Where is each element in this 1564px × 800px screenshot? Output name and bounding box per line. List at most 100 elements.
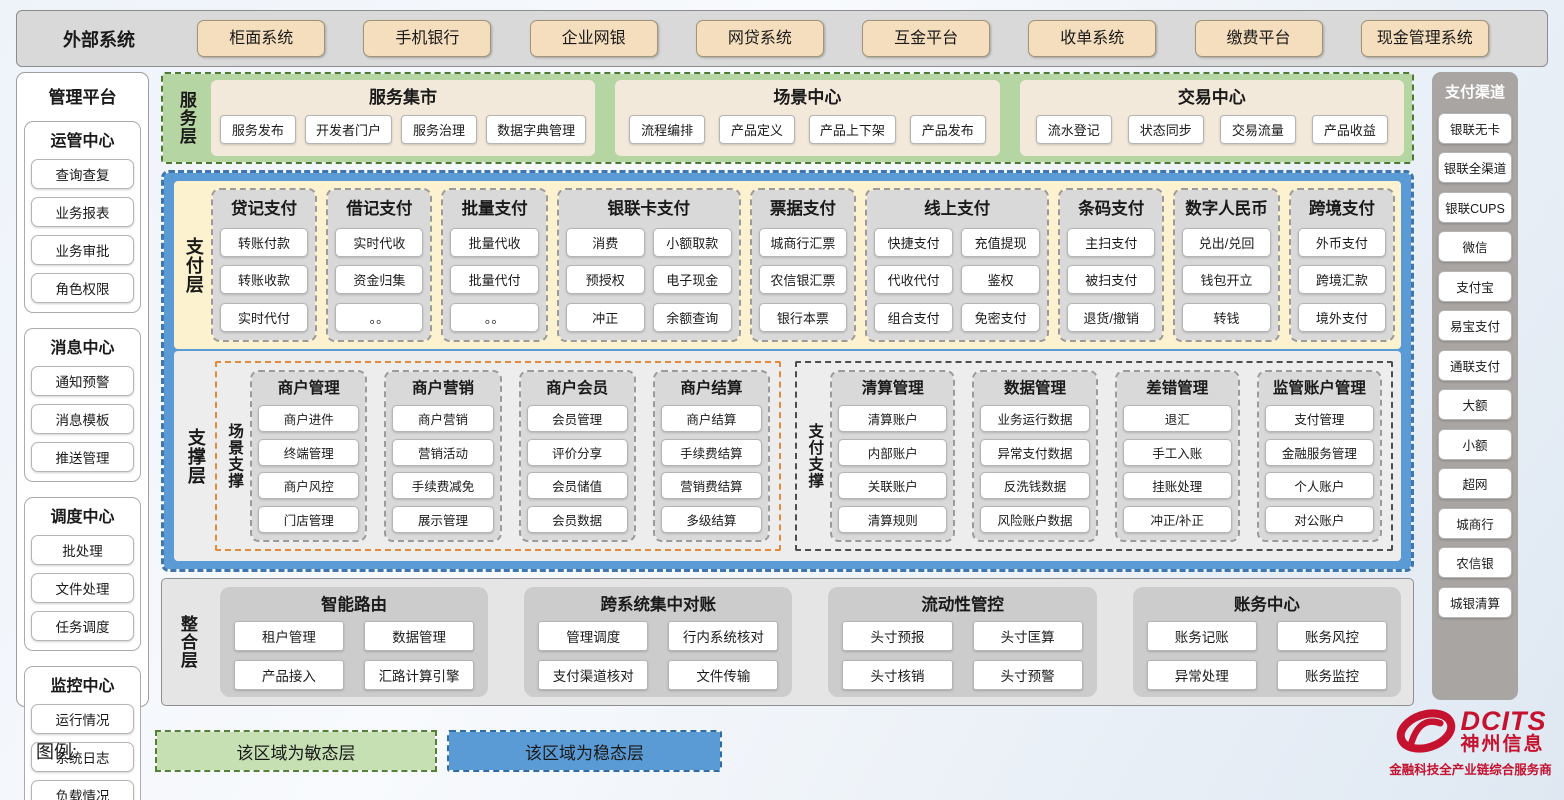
management-item-button[interactable]: 系统日志 — [31, 742, 134, 772]
payment-item-button[interactable]: 批量代付 — [450, 265, 539, 295]
payment-item-button[interactable]: 充值提现 — [961, 227, 1041, 257]
management-item-button[interactable]: 文件处理 — [31, 573, 134, 603]
support-item-button[interactable]: 手续费结算 — [660, 438, 762, 466]
support-item-button[interactable]: 个人账户 — [1264, 472, 1375, 500]
support-item-button[interactable]: 清算规则 — [838, 506, 948, 533]
payment-item-button[interactable]: 境外支付 — [1297, 302, 1386, 332]
payment-item-button[interactable]: 外币支付 — [1297, 227, 1386, 257]
management-item-button[interactable]: 批处理 — [31, 535, 134, 565]
payment-item-button[interactable]: 实时代付 — [219, 302, 309, 332]
external-system-button[interactable]: 网贷系统 — [695, 20, 824, 57]
support-item-button[interactable]: 业务运行数据 — [980, 404, 1090, 432]
integration-item-button[interactable]: 管理调度 — [538, 621, 649, 651]
payment-item-button[interactable]: 批量代收 — [450, 227, 539, 257]
support-item-button[interactable]: 商户营销 — [392, 404, 494, 432]
payment-item-button[interactable]: 小额取款 — [652, 227, 732, 257]
payment-item-button[interactable]: 电子现金 — [652, 265, 732, 295]
service-item-button[interactable]: 交易流量 — [1219, 114, 1296, 144]
support-item-button[interactable]: 关联账户 — [838, 472, 948, 500]
payment-channel-button[interactable]: 易宝支付 — [1438, 310, 1512, 341]
integration-item-button[interactable]: 支付渠道核对 — [538, 660, 649, 690]
service-item-button[interactable]: 产品发布 — [909, 114, 986, 144]
integration-item-button[interactable]: 账务监控 — [1276, 660, 1388, 690]
payment-item-button[interactable]: 转账收款 — [219, 265, 309, 295]
payment-item-button[interactable]: 实时代收 — [335, 227, 424, 257]
management-item-button[interactable]: 通知预警 — [31, 366, 134, 396]
external-system-button[interactable]: 柜面系统 — [197, 20, 326, 57]
support-item-button[interactable]: 商户进件 — [258, 404, 360, 432]
management-item-button[interactable]: 消息模板 — [31, 404, 134, 434]
service-item-button[interactable]: 数据字典管理 — [486, 114, 587, 144]
payment-item-button[interactable]: 免密支付 — [961, 302, 1041, 332]
support-item-button[interactable]: 风险账户数据 — [980, 506, 1090, 533]
payment-channel-button[interactable]: 大额 — [1438, 389, 1512, 420]
payment-channel-button[interactable]: 小额 — [1438, 428, 1512, 460]
payment-channel-button[interactable]: 超网 — [1438, 468, 1512, 499]
payment-channel-button[interactable]: 银联全渠道 — [1438, 152, 1512, 183]
payment-channel-button[interactable]: 银联无卡 — [1438, 112, 1512, 144]
support-item-button[interactable]: 冲正/补正 — [1122, 506, 1232, 533]
integration-item-button[interactable]: 租户管理 — [233, 621, 344, 651]
service-item-button[interactable]: 状态同步 — [1127, 114, 1204, 144]
payment-item-button[interactable]: 退货/撤销 — [1067, 302, 1156, 332]
payment-item-button[interactable]: 快捷支付 — [874, 227, 954, 257]
support-item-button[interactable]: 金融服务管理 — [1264, 438, 1375, 466]
management-item-button[interactable]: 运行情况 — [31, 704, 134, 734]
integration-item-button[interactable]: 异常处理 — [1146, 660, 1257, 690]
payment-item-button[interactable]: 代收代付 — [874, 265, 954, 295]
service-item-button[interactable]: 开发者门户 — [304, 114, 392, 144]
payment-item-button[interactable]: 转账付款 — [219, 227, 309, 257]
support-item-button[interactable]: 会员管理 — [526, 404, 628, 432]
service-item-button[interactable]: 产品定义 — [718, 114, 795, 144]
integration-item-button[interactable]: 产品接入 — [233, 660, 344, 690]
support-item-button[interactable]: 展示管理 — [392, 506, 494, 533]
support-item-button[interactable]: 评价分享 — [526, 438, 628, 466]
external-system-button[interactable]: 收单系统 — [1028, 20, 1157, 57]
support-item-button[interactable]: 反洗钱数据 — [980, 472, 1090, 500]
service-item-button[interactable]: 流程编排 — [629, 114, 706, 144]
support-item-button[interactable]: 支付管理 — [1264, 404, 1375, 432]
support-item-button[interactable]: 对公账户 — [1264, 506, 1375, 533]
support-item-button[interactable]: 终端管理 — [258, 438, 360, 466]
support-item-button[interactable]: 手工入账 — [1122, 438, 1232, 466]
support-item-button[interactable]: 手续费减免 — [392, 472, 494, 500]
payment-item-button[interactable]: 资金归集 — [335, 265, 424, 295]
payment-channel-button[interactable]: 支付宝 — [1438, 270, 1512, 302]
support-item-button[interactable]: 挂账处理 — [1122, 472, 1232, 500]
support-item-button[interactable]: 退汇 — [1122, 404, 1232, 432]
support-item-button[interactable]: 商户风控 — [258, 472, 360, 500]
external-system-button[interactable]: 缴费平台 — [1194, 20, 1323, 57]
external-system-button[interactable]: 企业网银 — [529, 20, 658, 57]
payment-channel-button[interactable]: 通联支付 — [1438, 349, 1512, 381]
payment-item-button[interactable]: 主扫支付 — [1067, 227, 1156, 257]
payment-item-button[interactable]: 预授权 — [565, 265, 645, 295]
integration-item-button[interactable]: 汇路计算引擎 — [363, 660, 475, 690]
external-system-button[interactable]: 互金平台 — [862, 20, 991, 57]
payment-item-button[interactable]: 消费 — [565, 227, 645, 257]
support-item-button[interactable]: 营销费结算 — [660, 472, 762, 500]
payment-item-button[interactable]: 跨境汇款 — [1297, 265, 1386, 295]
external-system-button[interactable]: 现金管理系统 — [1360, 20, 1489, 57]
support-item-button[interactable]: 异常支付数据 — [980, 438, 1090, 466]
management-item-button[interactable]: 业务审批 — [31, 235, 134, 265]
payment-channel-button[interactable]: 微信 — [1438, 231, 1512, 262]
support-item-button[interactable]: 内部账户 — [838, 438, 948, 466]
integration-item-button[interactable]: 账务风控 — [1276, 621, 1388, 651]
payment-item-button[interactable]: 转钱 — [1182, 302, 1271, 332]
integration-item-button[interactable]: 头寸核销 — [842, 660, 953, 690]
integration-item-button[interactable]: 行内系统核对 — [668, 621, 779, 651]
integration-item-button[interactable]: 数据管理 — [363, 621, 475, 651]
payment-item-button[interactable]: 。。 — [335, 302, 424, 332]
payment-item-button[interactable]: 组合支付 — [874, 302, 954, 332]
service-item-button[interactable]: 产品上下架 — [808, 114, 896, 144]
support-item-button[interactable]: 会员储值 — [526, 472, 628, 500]
integration-item-button[interactable]: 头寸匡算 — [972, 621, 1083, 651]
management-item-button[interactable]: 业务报表 — [31, 197, 134, 227]
payment-item-button[interactable]: 城商行汇票 — [758, 227, 848, 257]
management-item-button[interactable]: 角色权限 — [31, 273, 134, 303]
payment-item-button[interactable]: 。。 — [450, 302, 539, 332]
payment-item-button[interactable]: 被扫支付 — [1067, 265, 1156, 295]
payment-channel-button[interactable]: 城商行 — [1438, 507, 1512, 539]
service-item-button[interactable]: 服务发布 — [219, 114, 296, 144]
payment-item-button[interactable]: 冲正 — [565, 302, 645, 332]
